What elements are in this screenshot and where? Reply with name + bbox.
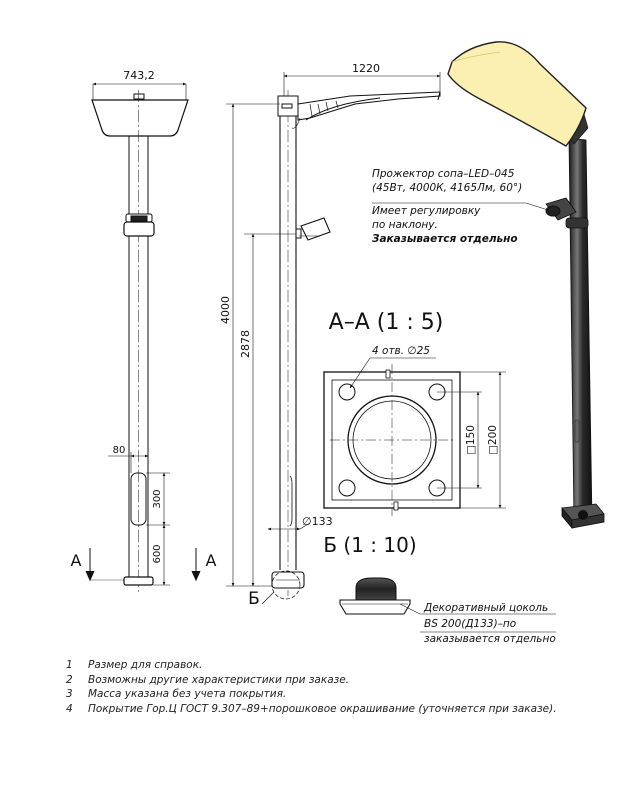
note-number: 2 <box>66 673 73 686</box>
section-aa-title: А–А (1 : 5) <box>329 310 444 335</box>
note-item: 3 Масса указана без учета покрытия. <box>66 687 626 702</box>
section-label-a-right: А <box>206 551 217 570</box>
front-view <box>85 82 201 592</box>
luminaire-icon <box>447 41 587 147</box>
section-aa-holes: 4 отв. ∅25 <box>372 345 430 357</box>
decorative-base-note: Декоративный цоколь BS 200(Д133)–по зака… <box>423 602 556 645</box>
spotlight-note: Прожектор сопа–LED–045 (45Вт, 4000К, 416… <box>372 168 522 245</box>
dim-door-offset: 80 <box>113 445 126 456</box>
note-text: Размер для справок. <box>88 659 203 671</box>
note-item: 4 Покрытие Гор.Ц ГОСТ 9.307–89+порошково… <box>66 702 626 717</box>
general-notes: 1 Размер для справок. 2 Возможны другие … <box>66 658 626 716</box>
dim-spotlight-height: 2878 <box>239 330 252 358</box>
side-view-labels: 1220 4000 2878 ∅133 Б <box>219 62 380 609</box>
note-text: Возможны другие характеристики при заказ… <box>88 673 350 686</box>
spotlight-note-line2: (45Вт, 4000К, 4165Лм, 60°) <box>372 182 522 194</box>
pole-render <box>447 41 605 530</box>
dim-arm-length: 1220 <box>352 62 380 75</box>
section-aa-inner-size: □150 <box>465 425 477 455</box>
dim-pole-diameter: ∅133 <box>302 515 333 528</box>
front-view-labels: 743,2 80 300 600 А А <box>71 69 217 570</box>
base-note-line1: Декоративный цоколь <box>423 602 548 614</box>
note-number: 1 <box>66 659 73 671</box>
note-text: Масса указана без учета покрытия. <box>88 688 287 700</box>
detail-b-title: Б (1 : 10) <box>323 533 416 557</box>
note-number: 3 <box>66 688 73 700</box>
dim-total-height: 4000 <box>219 296 232 324</box>
decorative-base-detail <box>339 577 556 633</box>
section-aa-outer-size: □200 <box>487 425 499 455</box>
spotlight-note-line1: Прожектор сопа–LED–045 <box>372 168 515 180</box>
note-number: 4 <box>66 702 73 715</box>
side-view <box>226 72 441 605</box>
spotlight-note-line3: Имеет регулировку <box>372 205 481 217</box>
spotlight-note-line5: Заказывается отдельно <box>372 233 518 245</box>
note-item: 2 Возможны другие характеристики при зак… <box>66 673 626 688</box>
section-label-a-left: А <box>71 551 82 570</box>
dim-door-base: 600 <box>152 544 163 563</box>
dim-top-width: 743,2 <box>123 69 155 82</box>
dim-door-height: 300 <box>152 489 163 508</box>
detail-label-b: Б <box>248 589 260 609</box>
base-note-line3: заказывается отдельно <box>424 633 556 645</box>
note-item: 1 Размер для справок. <box>66 658 626 673</box>
note-text: Покрытие Гор.Ц ГОСТ 9.307–89+порошковое … <box>88 702 557 715</box>
base-note-line2: BS 200(Д133)–по <box>424 618 516 630</box>
spotlight-leader <box>372 202 549 211</box>
spotlight-note-line4: по наклону. <box>372 219 438 231</box>
section-aa-view <box>323 357 506 516</box>
section-aa-labels: А–А (1 : 5) 4 отв. ∅25 □150 □200 Б (1 : … <box>323 310 499 557</box>
